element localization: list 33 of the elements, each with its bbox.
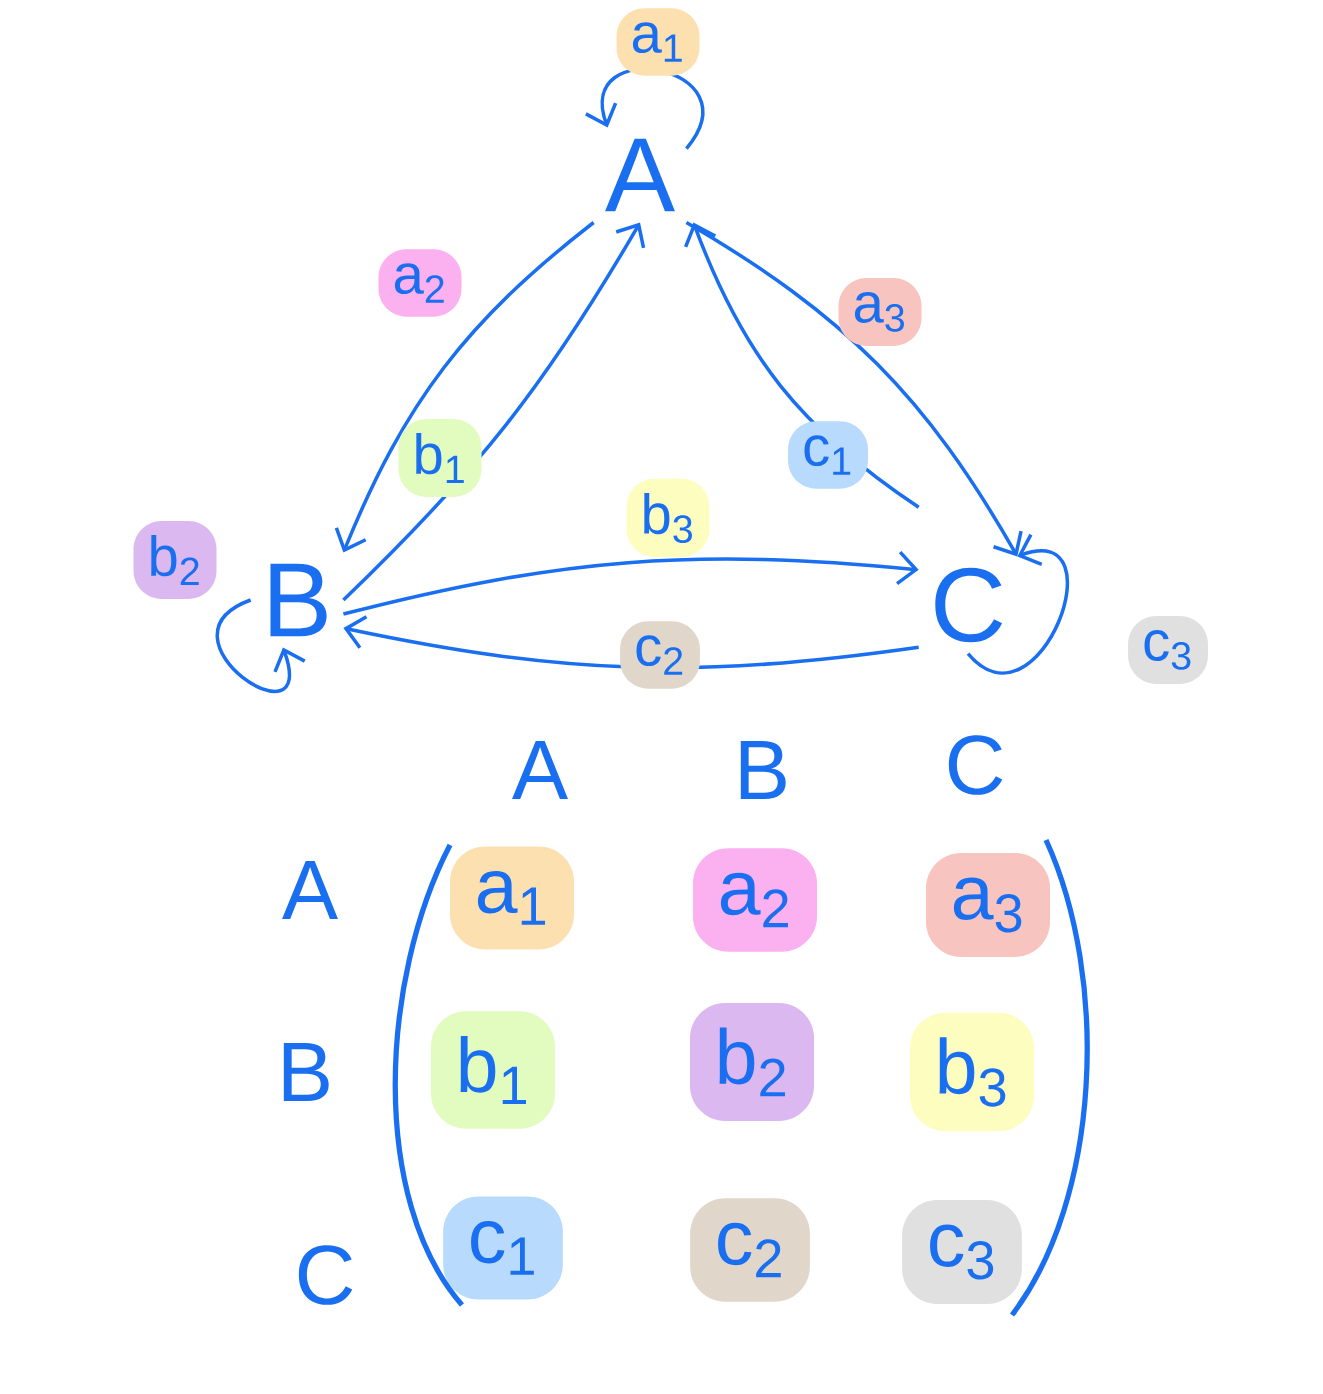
vertex-letter: C <box>935 567 1003 643</box>
edge-label: a$_{2}$ <box>378 249 462 317</box>
matrix-entry: c$_{3}$ <box>902 1200 1022 1304</box>
edge-label: a$_{3}$ <box>838 278 922 346</box>
matrix-header: C <box>298 1245 353 1305</box>
arrow <box>685 221 1023 557</box>
arrow <box>334 221 595 553</box>
arrow <box>215 598 306 693</box>
matrix-header: A <box>282 860 338 919</box>
matrix-entry: b$_{3}$ <box>909 1012 1035 1132</box>
matrix-entry: c$_{1}$ <box>443 1196 563 1300</box>
matrix-header: B <box>283 1042 329 1101</box>
matrix-entry: a$_{2}$ <box>692 848 818 952</box>
vertex-letter: A <box>605 138 675 212</box>
matrix-entry: c$_{2}$ <box>690 1198 810 1302</box>
vertex-letter: B <box>270 563 327 637</box>
edge-label: c$_{3}$ <box>1128 616 1208 684</box>
matrix-header: C <box>948 735 1003 795</box>
matrix-header: A <box>512 740 568 799</box>
edge-label: c$_{2}$ <box>620 621 700 689</box>
matrix-header: B <box>740 740 786 799</box>
arrow <box>343 550 919 616</box>
edge-label: b$_{3}$ <box>626 478 710 558</box>
matrix-entry: a$_{3}$ <box>925 853 1051 957</box>
matrix-entry: a$_{1}$ <box>449 846 575 950</box>
edge-label: c$_{1}$ <box>788 421 868 489</box>
matrix-entry: b$_{1}$ <box>430 1011 556 1129</box>
edge-label: a$_{1}$ <box>616 8 700 76</box>
arrow <box>342 222 646 602</box>
edge-label: b$_{1}$ <box>398 419 482 497</box>
arrow <box>966 533 1069 675</box>
matrix-entry: b$_{2}$ <box>689 1003 815 1121</box>
edge-label: b$_{2}$ <box>133 521 217 599</box>
